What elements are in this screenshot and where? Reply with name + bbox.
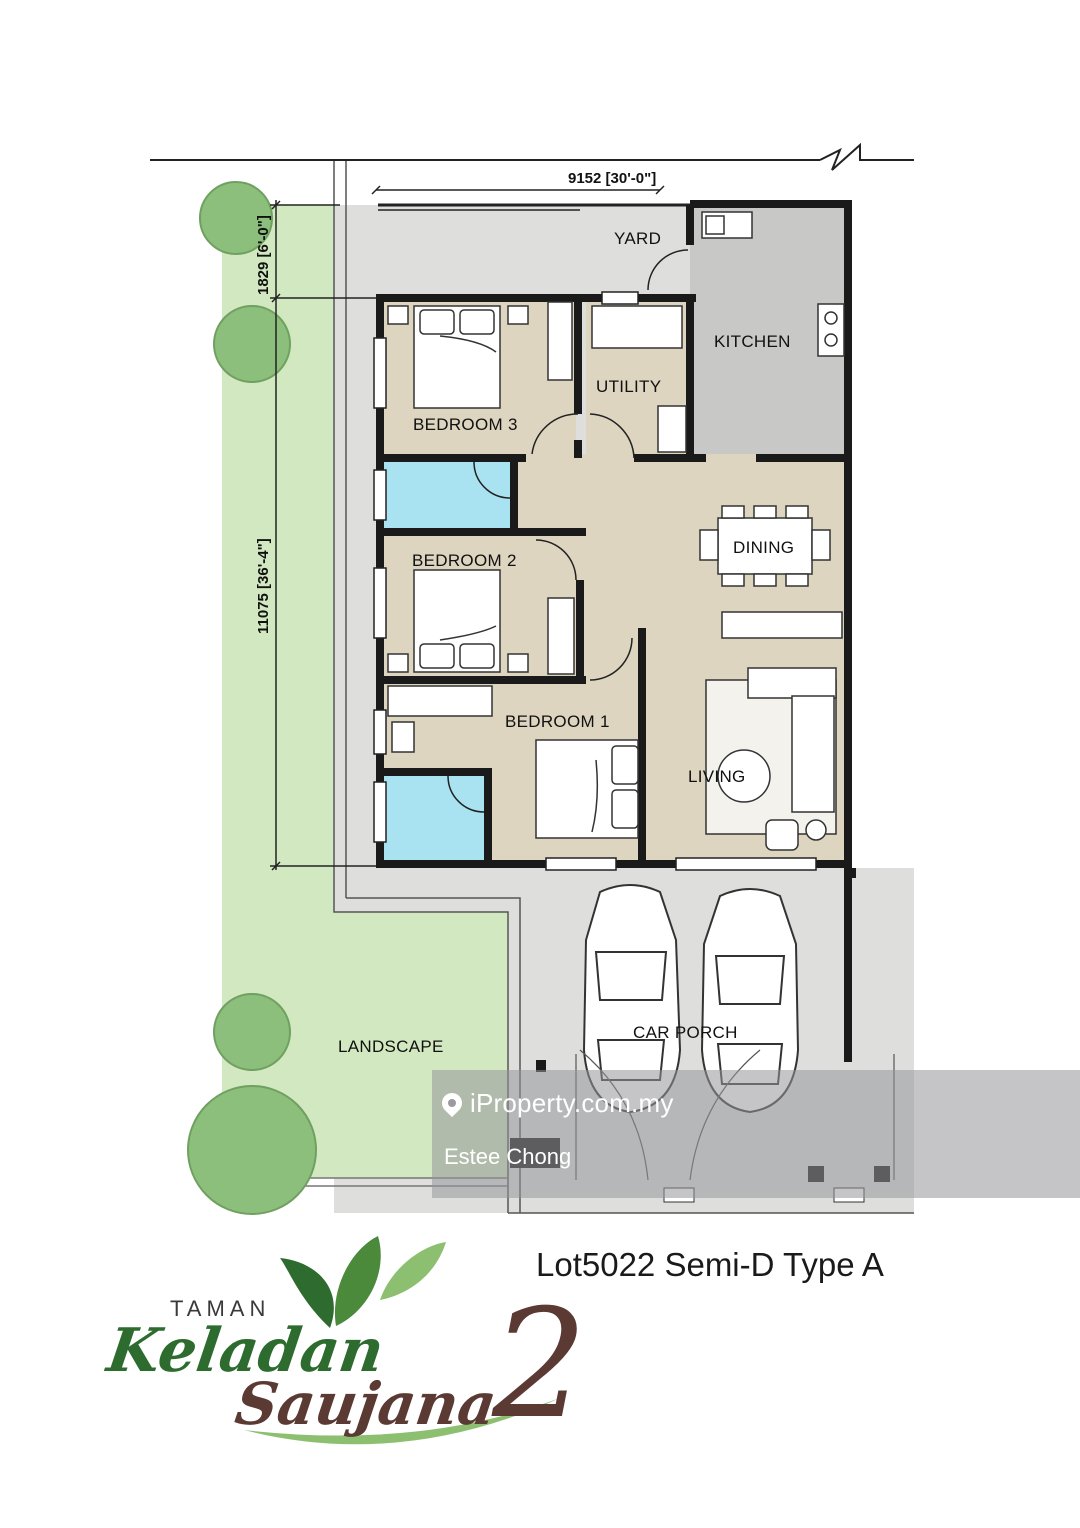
tv-console [721, 611, 843, 639]
room-label-car-porch: CAR PORCH [633, 1023, 738, 1042]
room-label-living: LIVING [688, 767, 746, 786]
house-depth-dimension: 11075 [36'-4"] [255, 538, 272, 634]
leaf-logo-icon [280, 1236, 446, 1328]
landscape-lawn [222, 205, 508, 1178]
living-set [705, 667, 837, 851]
room-label-bedroom1: BEDROOM 1 [505, 712, 610, 731]
bed-bedroom2 [387, 569, 575, 675]
lawn-edge [333, 910, 509, 1213]
watermark-brand-text: iProperty.com.my [470, 1088, 674, 1118]
width-dimension: 9152 [30'-0"] [568, 170, 656, 187]
logo-taman: TAMAN [170, 1296, 271, 1321]
plan-caption: Lot5022 Semi-D Type A [536, 1246, 884, 1283]
room-label-bedroom2: BEDROOM 2 [412, 551, 517, 570]
room-label-yard: YARD [614, 229, 661, 248]
rear-boundary [819, 142, 914, 171]
dining-set [699, 505, 831, 587]
windows [373, 291, 817, 871]
room-label-kitchen: KITCHEN [714, 332, 791, 351]
logo-saujana: Saujana [231, 1370, 501, 1438]
tree-icon [187, 181, 317, 1215]
doors [447, 249, 689, 813]
room-label-utility: UTILITY [596, 377, 661, 396]
kitchen-fixtures [701, 211, 845, 357]
watermark-brand: iProperty.com.my [437, 1088, 674, 1119]
logo-swoosh [244, 1398, 560, 1445]
bed-bedroom3 [387, 301, 573, 409]
room-label-bedroom3: BEDROOM 3 [413, 415, 518, 434]
room-label-dining: DINING [733, 538, 794, 557]
utility-fixtures [591, 305, 687, 453]
watermark-band [432, 1070, 1080, 1198]
bathroom-lower [382, 772, 486, 860]
yard-depth-dimension: 1829 [6'-0"] [255, 215, 272, 295]
dimension-lines [270, 185, 665, 871]
bed-bedroom1 [387, 685, 639, 839]
watermark-agent: Estee Chong [444, 1144, 572, 1169]
bathroom-upper [382, 462, 512, 532]
logo-number: 2 [492, 1278, 588, 1452]
location-pin-icon [437, 1088, 467, 1118]
room-label-landscape: LANDSCAPE [338, 1037, 444, 1056]
